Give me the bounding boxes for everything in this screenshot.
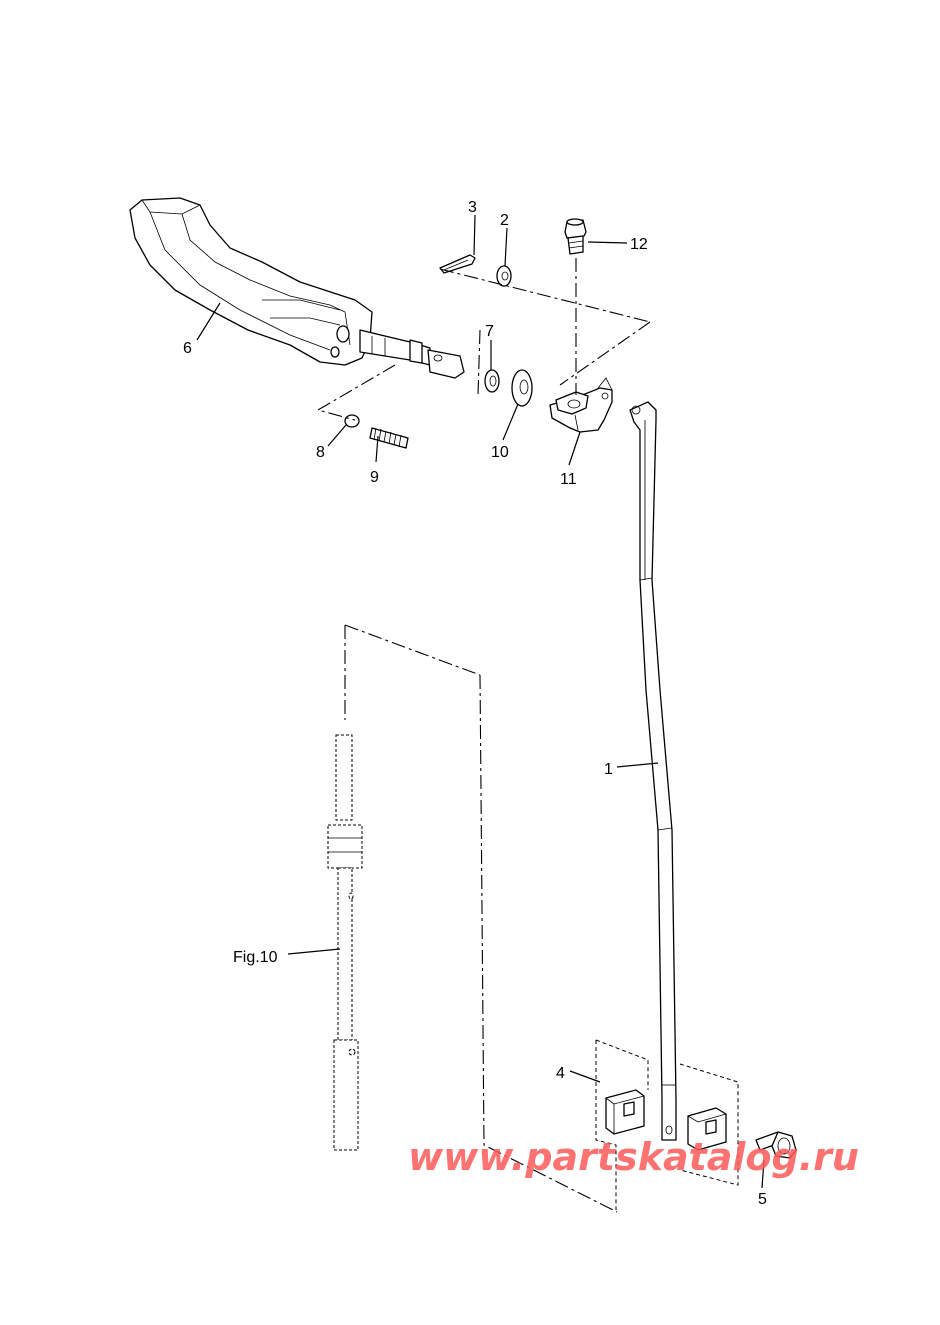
clip-part-4 — [605, 1089, 727, 1151]
bolt-part-12 — [564, 218, 587, 255]
bolt-part-5 — [755, 1131, 797, 1159]
ball-part-8 — [344, 414, 360, 428]
callout-12: 12 — [630, 236, 648, 253]
washer-part-2 — [496, 265, 512, 287]
lever-block-part-11 — [549, 377, 613, 433]
spring-part-9 — [369, 427, 409, 449]
cotter-pin-part-3 — [439, 254, 476, 274]
callout-fig10: Fig.10 — [233, 949, 278, 966]
callout-5: 5 — [758, 1191, 767, 1208]
callout-3: 3 — [468, 199, 477, 216]
callout-4: 4 — [556, 1065, 565, 1082]
washer-part-7 — [484, 369, 500, 393]
callout-10: 10 — [491, 444, 509, 461]
washer-part-10 — [511, 369, 533, 407]
shift-handle-part-6 — [129, 197, 465, 379]
callout-2: 2 — [500, 212, 509, 229]
callout-11: 11 — [560, 471, 577, 488]
assembly-lines — [316, 258, 739, 1213]
leader-lines — [196, 214, 765, 1189]
callout-labels: 3 2 12 6 7 8 9 10 11 1 4 5 Fig.10 — [183, 199, 767, 1208]
callout-9: 9 — [370, 469, 379, 486]
shaft-assembly-fig10 — [327, 734, 363, 1151]
callout-7: 7 — [485, 323, 494, 340]
callout-6: 6 — [183, 340, 192, 357]
shift-rod-part-1 — [629, 401, 677, 1141]
callout-8: 8 — [316, 444, 325, 461]
watermark-text: www.partskatalog.ru — [408, 1135, 859, 1179]
callout-1: 1 — [604, 761, 613, 778]
